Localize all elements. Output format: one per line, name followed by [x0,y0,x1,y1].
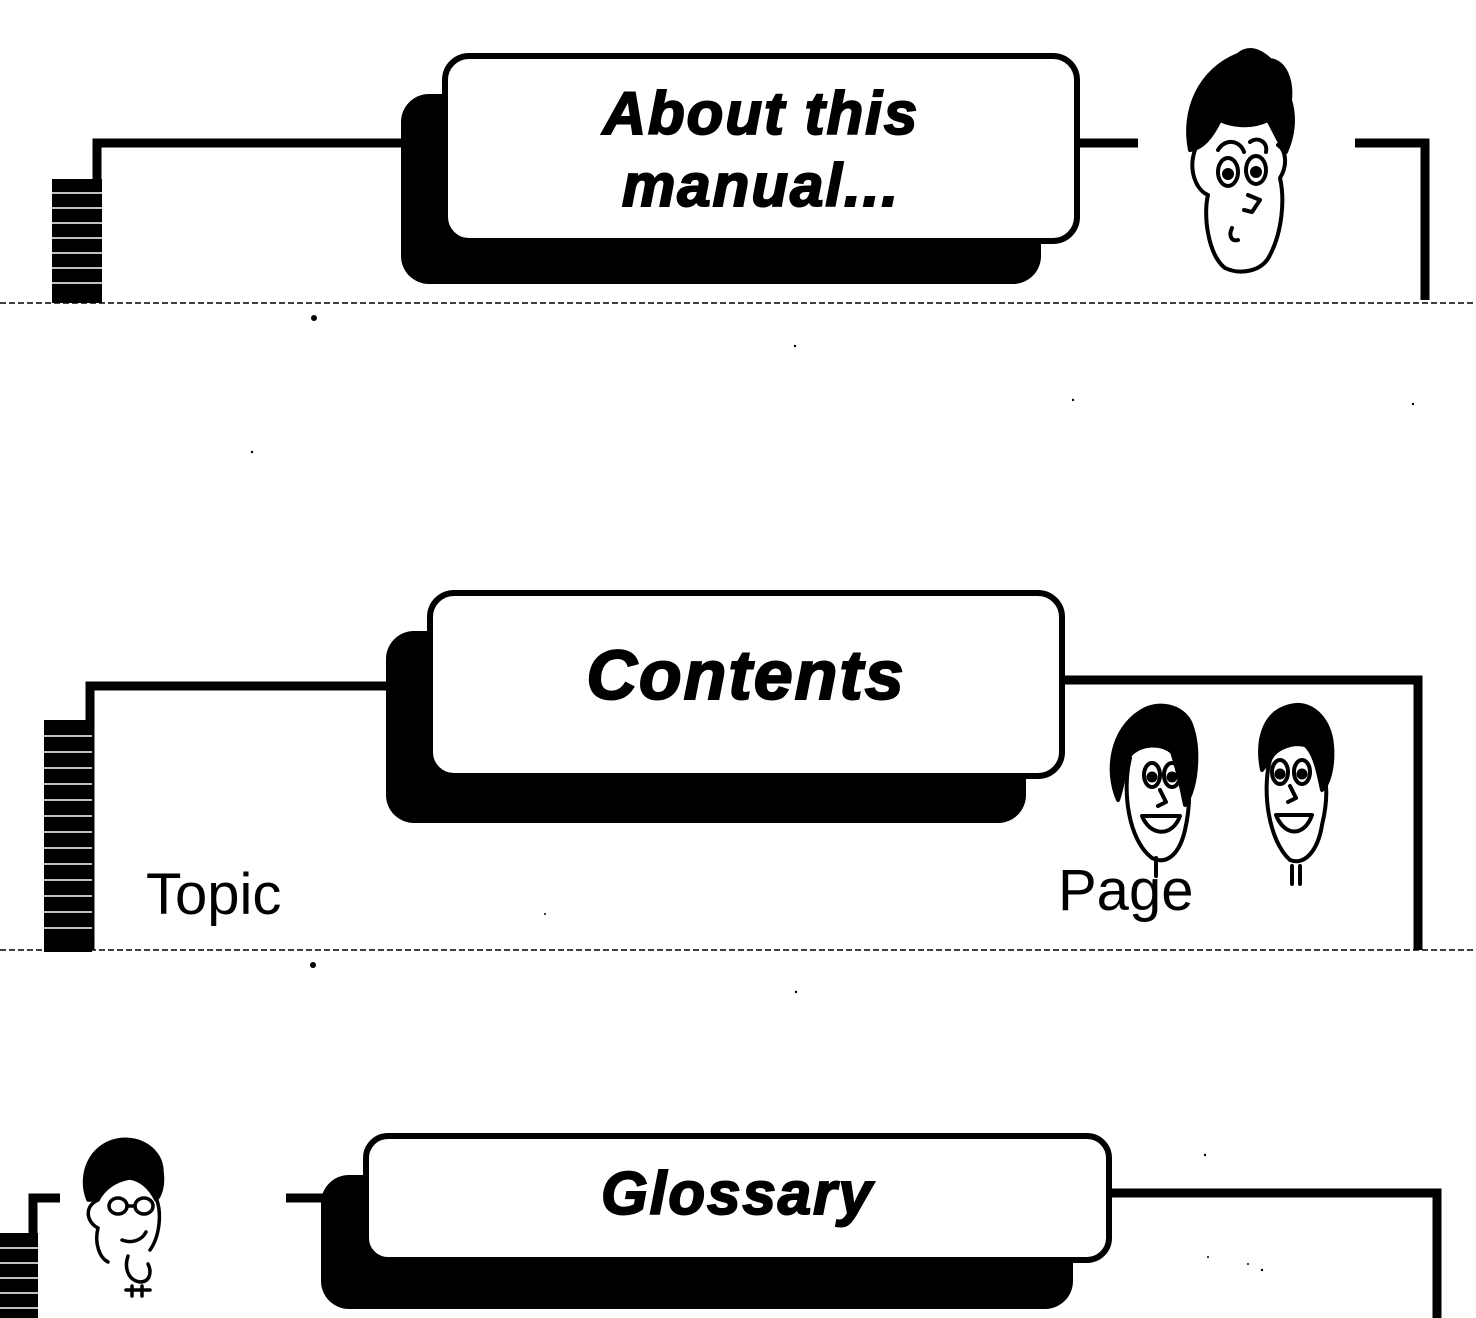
title-line: manual... [621,152,901,219]
section-title-glossary: Glossary [366,1160,1109,1227]
binding-tab-left [0,1233,38,1318]
binding-tab-left [44,720,92,952]
column-header-topic: Topic [146,862,282,927]
cartoon-face-icon [1258,702,1335,886]
cartoon-face-icon [82,1137,165,1298]
binding-tab-left [52,179,102,303]
section-title-contents: Contents [430,636,1062,714]
title-line: Glossary [600,1160,874,1227]
title-line: Contents [585,636,906,714]
cartoon-face-icon [1186,48,1295,274]
section-title-about: About this manual... [445,80,1077,219]
title-box-contents [386,590,1065,823]
cartoon-face-icon [1109,703,1199,878]
title-box-about [401,53,1080,284]
title-line: About this [602,80,920,147]
title-box-glossary [321,1133,1112,1309]
column-header-page: Page [1058,858,1194,923]
